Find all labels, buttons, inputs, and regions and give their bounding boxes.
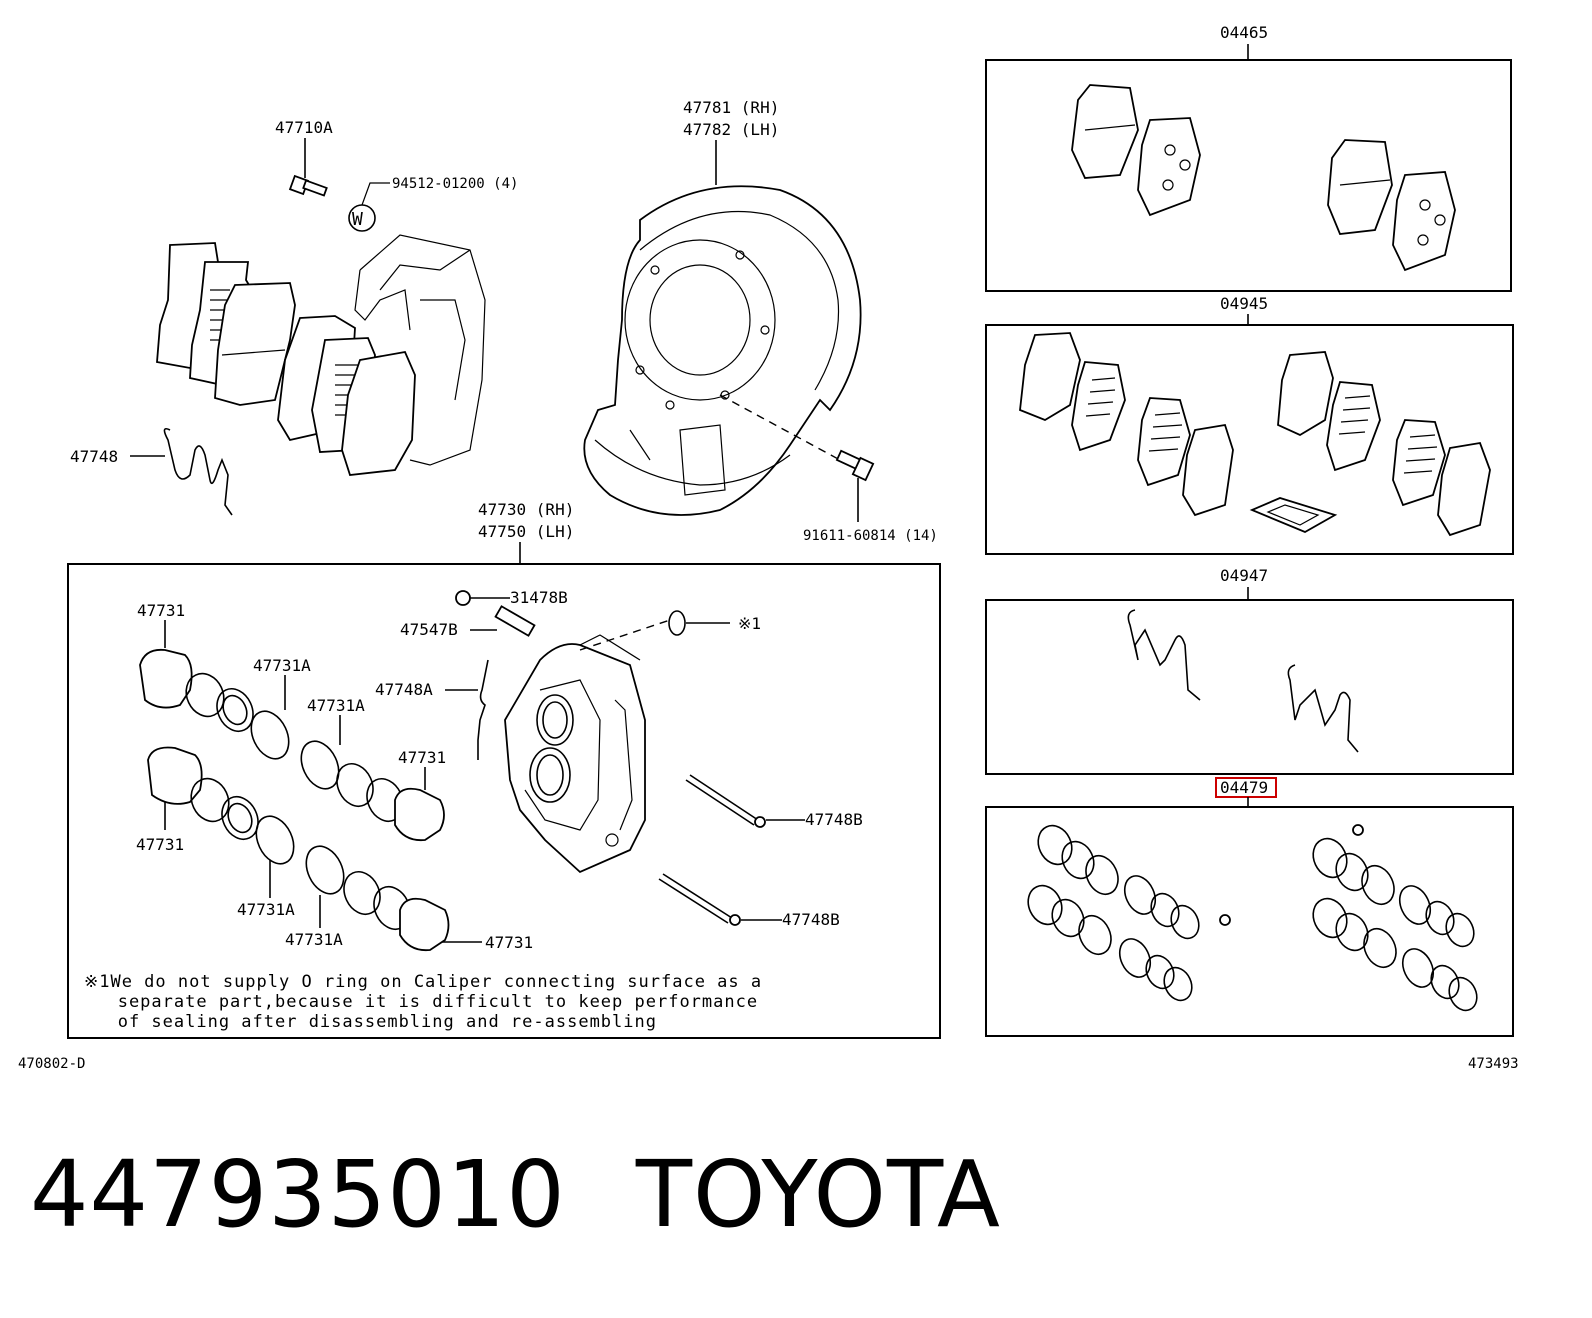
label-47730: 47730 (RH) [478,500,574,519]
kit-code-04945: 04945 [1220,294,1268,313]
dust-shield-icon [583,185,862,516]
svg-text:W: W [352,209,363,230]
kit-code-04479: 04479 [1220,778,1268,797]
kit-code-04465: 04465 [1220,23,1268,42]
bleeder-cap-icon [455,590,471,606]
label-o-ring-note-ref: ※1 [738,614,761,633]
label-47748B-a: 47748B [805,810,863,829]
brake-pads-icon [156,242,416,476]
pad-pin-upper-icon [685,774,766,828]
part-number: 447935010 [30,1141,566,1248]
kit-panel-04945 [985,324,1514,555]
bolt-91611-icon [835,449,875,482]
pad-pin-lower-icon [658,873,741,926]
label-47782: 47782 (LH) [683,120,779,139]
pad-kit-04465-icon [1071,84,1456,272]
pad-assembly-group: 47710A 94512-01200 (4) W [70,118,518,516]
pad-spring-icon [477,659,489,760]
label-47748A: 47748A [375,680,433,699]
piston-seal-set-lower-icon [147,746,450,952]
o-ring-icon [668,610,686,636]
caliper-shell-icon [354,234,486,466]
kit-code-04947: 04947 [1220,566,1268,585]
caliper-assembly-box [67,563,941,1039]
label-47781: 47781 (RH) [683,98,779,117]
label-94512-01200: 94512-01200 (4) [392,176,518,192]
ref-right: 473493 [1468,1056,1519,1072]
caliper-body-icon [504,634,646,874]
label-47731A-d: 47731A [285,930,343,949]
label-47731-b: 47731 [398,748,446,767]
seal-kit-04479-icon [1027,824,1478,1012]
label-47731-d: 47731 [485,933,533,952]
spring-kit-04947-icon [1127,609,1359,753]
label-91611-60814: 91611-60814 (14) [803,528,938,544]
kit-panel-04479 [985,806,1514,1037]
bolt-47710A-icon [288,174,328,197]
label-47547B: 47547B [400,620,458,639]
bleeder-plug-icon [494,605,536,637]
highlight-box-04479 [1215,777,1277,798]
note-line-3: of sealing after disassembling and re-as… [84,1012,657,1032]
label-47731-a: 47731 [137,601,185,620]
pad-kit-04945-icon [1019,332,1491,537]
piston-seal-set-upper-icon [139,648,445,842]
caliper-components: 47731 47731A 47731A 47731 47731 47731A 4… [84,588,863,1032]
anti-rattle-spring-icon [163,427,233,516]
label-47731A-c: 47731A [237,900,295,919]
washer-symbol-icon: W [348,204,376,232]
label-47731A-b: 47731A [307,696,365,715]
label-47731A-a: 47731A [253,656,311,675]
kit-panel-04465 [985,59,1512,292]
note-line-2: separate part,because it is difficult to… [84,992,758,1012]
dust-shield-group: 47781 (RH) 47782 (LH) 91611-60814 (14) [583,98,938,544]
label-31478B: 31478B [510,588,568,607]
label-47750: 47750 (LH) [478,522,574,541]
brand-name: TOYOTA [635,1141,1001,1248]
label-47748B-b: 47748B [782,910,840,929]
label-47731-c: 47731 [136,835,184,854]
kit-panel-04947 [985,599,1514,775]
footer-caption: 447935010 TOYOTA [30,1140,1001,1250]
ref-left: 470802-D [18,1056,85,1072]
label-47710A: 47710A [275,118,333,137]
note-line-1: ※1We do not supply O ring on Caliper con… [84,972,762,992]
label-47748: 47748 [70,447,118,466]
